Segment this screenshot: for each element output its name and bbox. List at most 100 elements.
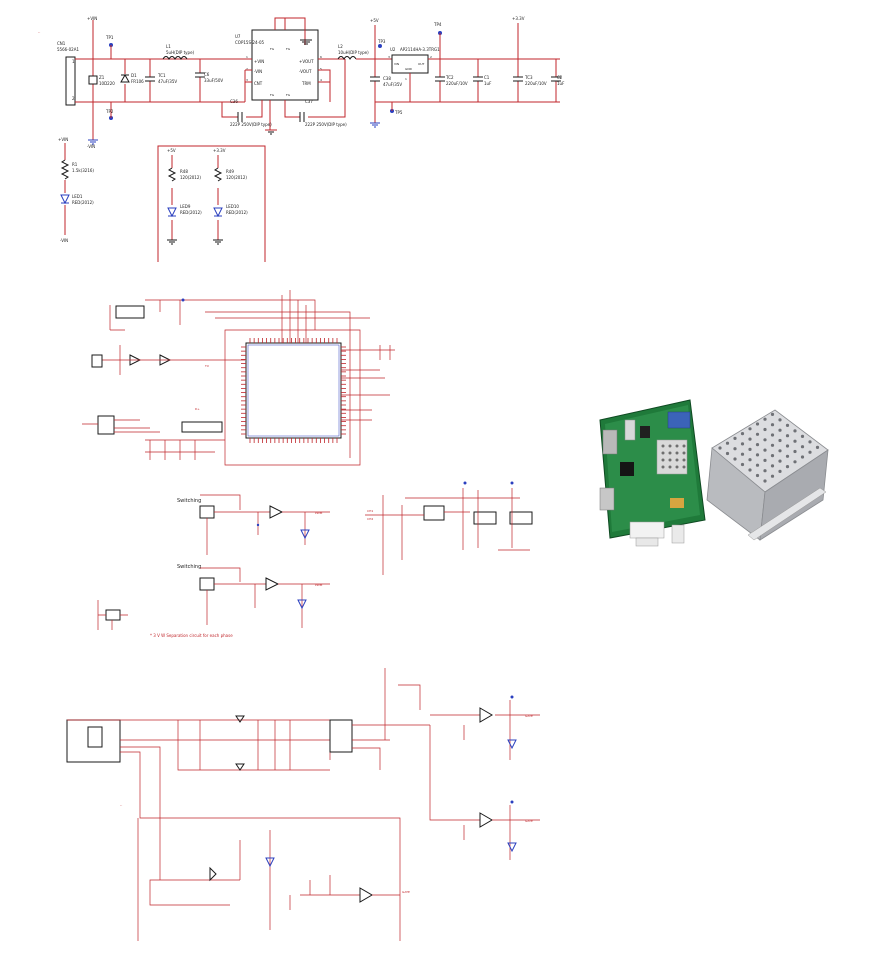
- svg-text:TC3: TC3: [524, 75, 533, 80]
- svg-text:TP3: TP3: [377, 39, 386, 44]
- mcu-control-schematic: D+ TX Switching PWM Switching PWM * 3 V …: [82, 290, 533, 638]
- svg-text:Z1: Z1: [99, 75, 105, 80]
- gate-ic: [87, 726, 103, 748]
- connector-cn1: CN1 5566-02A1 1 2: [57, 41, 79, 106]
- power-supply-schematic: -- CN1 5566-02A1 1 2 +VIN -VIN TP1 TP2 Z…: [38, 16, 565, 262]
- gate-drive-schematic: GATE GATE GATE --: [66, 668, 540, 941]
- svg-text:Switching: Switching: [177, 564, 201, 570]
- svg-text:FG: FG: [286, 47, 291, 51]
- svg-text:6: 6: [320, 55, 322, 59]
- metal-enclosure-photo: [706, 409, 829, 541]
- svg-text:TP5: TP5: [394, 110, 403, 115]
- svg-text:C37: C37: [305, 99, 313, 104]
- svg-text:+3.3V: +3.3V: [213, 148, 226, 153]
- svg-text:4: 4: [320, 78, 322, 82]
- svg-text:C38: C38: [383, 76, 391, 81]
- svg-text:2: 2: [72, 96, 75, 101]
- svg-text:1: 1: [405, 77, 407, 81]
- net-label-3v3: +3.3V: [512, 16, 525, 21]
- svg-text:CH1: CH1: [367, 509, 373, 513]
- net-label-minus-vin: -VIN: [87, 144, 95, 149]
- reset-ic: [115, 305, 145, 319]
- svg-text:120(2012): 120(2012): [180, 175, 201, 180]
- driver-block: CH1 CH2: [365, 481, 533, 575]
- varistor-z1: Z1 10D220: [88, 59, 115, 102]
- svg-text:220uF/10V: 220uF/10V: [446, 81, 468, 86]
- svg-text:3: 3: [246, 78, 248, 82]
- capacitor-c6: C6 33uF/50V: [195, 59, 223, 102]
- net-label-vin: +VIN: [87, 16, 97, 21]
- svg-text:-VIN: -VIN: [60, 238, 68, 243]
- svg-text:5uH(DIP type): 5uH(DIP type): [166, 50, 195, 55]
- svg-text:TX: TX: [204, 364, 209, 368]
- svg-text:5566-02A1: 5566-02A1: [57, 47, 79, 52]
- svg-text:R1: R1: [72, 162, 78, 167]
- svg-text:-VIN: -VIN: [254, 69, 262, 74]
- svg-text:1uF: 1uF: [484, 81, 492, 86]
- svg-text:Switching: Switching: [177, 498, 201, 504]
- svg-text:47uF/35V: 47uF/35V: [383, 82, 402, 87]
- status-led-box: +5V R48 120(2012) LED9 RED(2012) +3.3V R…: [157, 145, 266, 262]
- svg-text:1: 1: [72, 59, 75, 64]
- dcdc-module-u7: U7 COP15S-24-05 +VIN -VIN CNT +VOUT -VOU…: [235, 29, 322, 101]
- svg-text:2: 2: [246, 67, 248, 71]
- svg-text:2: 2: [430, 55, 432, 59]
- svg-text:222P 250V(DIP type): 222P 250V(DIP type): [230, 122, 272, 127]
- svg-text:R49: R49: [226, 169, 234, 174]
- svg-text:RED(2012): RED(2012): [72, 200, 94, 205]
- svg-text:U7: U7: [235, 34, 241, 39]
- svg-text:GATE: GATE: [525, 714, 533, 718]
- optocoupler: [329, 719, 353, 753]
- capacitor-tc1: TC1 47uF/35V: [145, 59, 177, 102]
- switching-block-2: Switching PWM: [177, 564, 330, 628]
- svg-text:+5V: +5V: [167, 148, 176, 153]
- capacitor-tc3: TC3 220uF/10V: [513, 59, 547, 102]
- svg-text:222P 250V(DIP type): 222P 250V(DIP type): [305, 122, 347, 127]
- svg-text:+VOUT: +VOUT: [299, 59, 314, 64]
- net-label-5v: +5V: [370, 18, 379, 23]
- svg-text:GATE: GATE: [402, 890, 410, 894]
- svg-text:1.5k(3216): 1.5k(3216): [72, 168, 94, 173]
- svg-text:1: 1: [246, 55, 248, 59]
- svg-text:LED10: LED10: [226, 204, 239, 209]
- svg-text:-VOUT: -VOUT: [299, 69, 312, 74]
- svg-text:AP2114HA-3.3TRG1: AP2114HA-3.3TRG1: [400, 47, 440, 52]
- svg-text:CNT: CNT: [254, 81, 263, 86]
- svg-text:LED1: LED1: [72, 194, 83, 199]
- interface-ic: [97, 415, 115, 435]
- svg-text:CN1: CN1: [57, 41, 66, 46]
- svg-text:10uH(DIP type): 10uH(DIP type): [338, 50, 369, 55]
- capacitor-c2: C2 1uF: [551, 59, 565, 102]
- svg-text:C36: C36: [230, 99, 238, 104]
- svg-text:C2: C2: [557, 75, 563, 80]
- svg-text:FR106: FR106: [131, 79, 144, 84]
- svg-text:10D220: 10D220: [99, 81, 115, 86]
- diode-d1: D1 FR106: [120, 59, 144, 102]
- stray-mark: --: [38, 30, 40, 34]
- svg-text:CH2: CH2: [367, 517, 373, 521]
- svg-text:C1: C1: [484, 75, 490, 80]
- svg-text:TRM: TRM: [301, 81, 311, 86]
- svg-text:FG: FG: [270, 47, 275, 51]
- svg-text:TC1: TC1: [157, 73, 166, 78]
- svg-text:PWM: PWM: [315, 511, 323, 515]
- svg-text:COP15S-24-05: COP15S-24-05: [235, 40, 265, 45]
- svg-text:TP2: TP2: [105, 109, 114, 114]
- svg-text:PWM: PWM: [315, 583, 323, 587]
- svg-text:33uF/50V: 33uF/50V: [204, 78, 223, 83]
- svg-text:D1: D1: [131, 73, 137, 78]
- svg-text:RED(2012): RED(2012): [226, 210, 248, 215]
- svg-text:+VIN: +VIN: [58, 137, 68, 142]
- mcu-chip: [245, 342, 342, 439]
- svg-text:47uF/35V: 47uF/35V: [158, 79, 177, 84]
- regulator-u2: U2 AP2114HA-3.3TRG1 VIN OUT GND 3 2 1: [388, 47, 440, 81]
- svg-text:TP4: TP4: [433, 22, 442, 27]
- pcb-board-photo: [599, 399, 706, 547]
- svg-text:5: 5: [320, 67, 322, 71]
- svg-text:OUT: OUT: [418, 62, 425, 66]
- svg-text:L2: L2: [338, 44, 343, 49]
- svg-text:1uF: 1uF: [557, 81, 565, 86]
- svg-text:TC2: TC2: [445, 75, 454, 80]
- svg-text:TP1: TP1: [105, 35, 114, 40]
